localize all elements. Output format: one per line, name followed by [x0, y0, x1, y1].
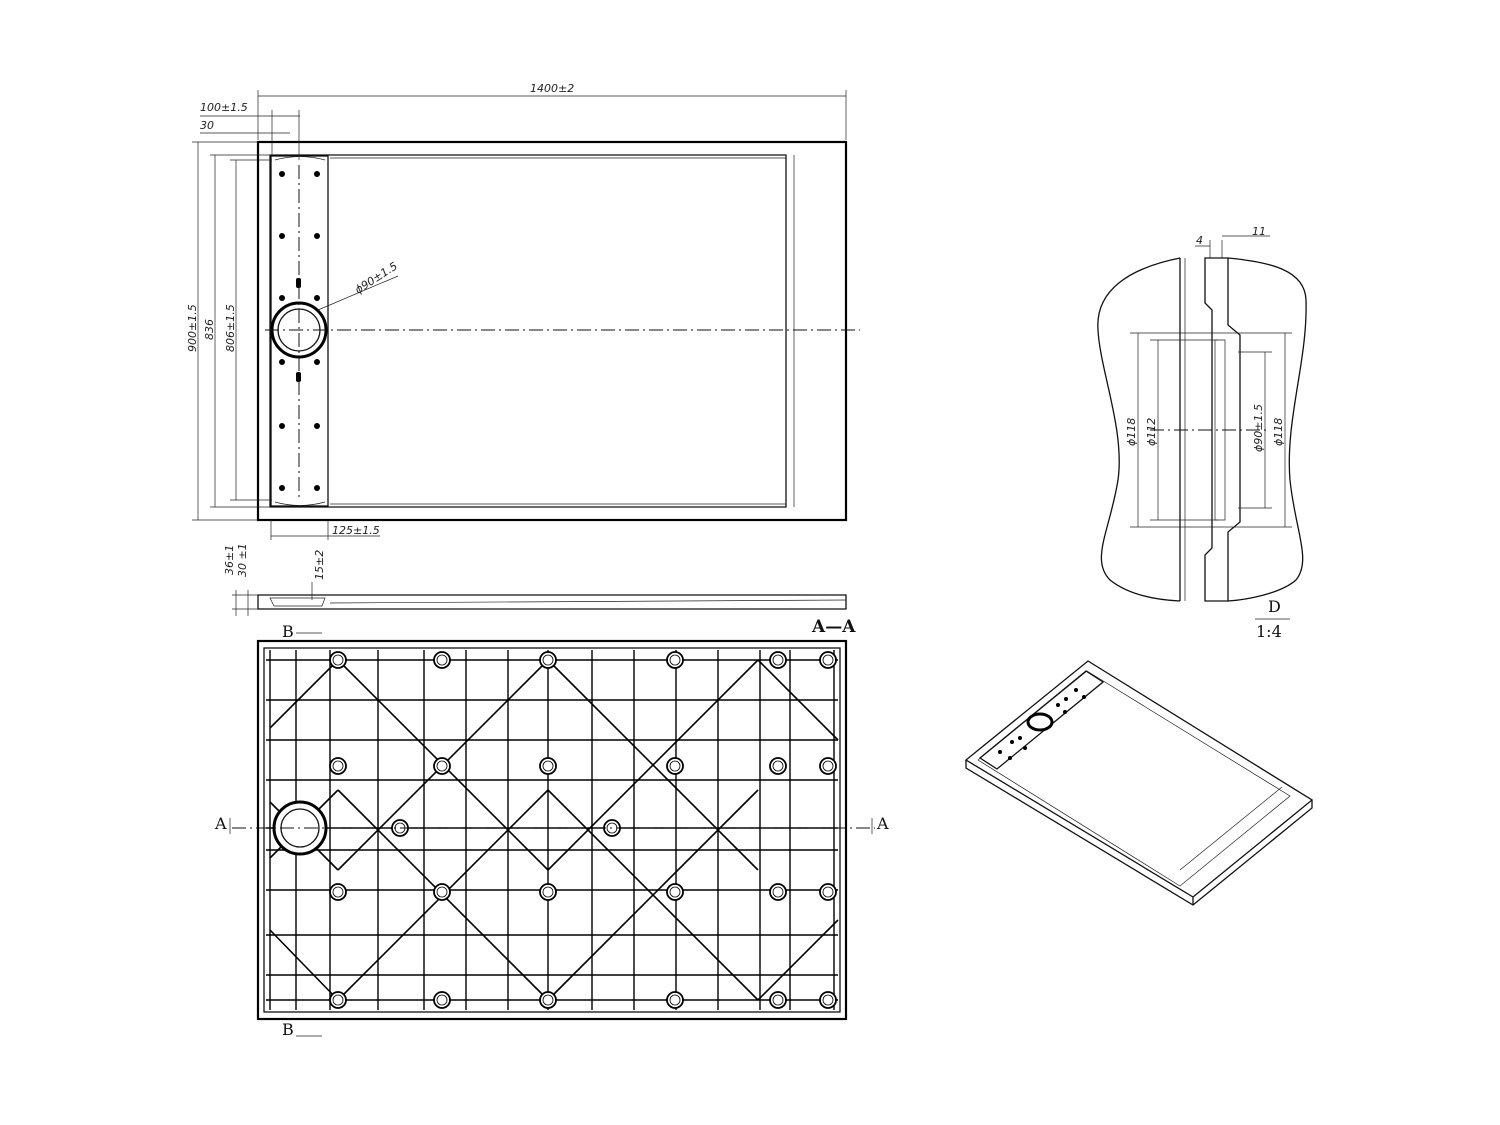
support-foot: [433, 651, 451, 669]
support-foot: [819, 757, 837, 775]
support-foot: [329, 883, 347, 901]
support-foot: [539, 883, 557, 901]
rib-line: [757, 919, 839, 1001]
support-foot: [819, 991, 837, 1009]
support-foot-inner: [332, 760, 344, 772]
support-foot-inner: [772, 654, 784, 666]
top-view: 1400±2 100±1.5 30 900±1.5 836 806±1.5 ϕ9…: [186, 82, 860, 540]
cut-mark-right: A: [876, 814, 889, 833]
support-foot: [433, 991, 451, 1009]
support-foot-inner: [822, 994, 834, 1006]
dim-90: ϕ90±1.5: [1252, 404, 1265, 452]
cut-mark-top: B: [282, 622, 294, 641]
rib-line: [269, 659, 339, 729]
support-foot: [433, 883, 451, 901]
iso-drain: [1026, 712, 1054, 732]
support-foot-inner: [332, 994, 344, 1006]
cut-mark-left: A: [214, 814, 227, 833]
support-foot: [329, 757, 347, 775]
dim-118-left: ϕ118: [1125, 418, 1138, 446]
detail-boundary: [1097, 257, 1307, 602]
detail-label: D: [1268, 597, 1281, 616]
support-foot: [329, 991, 347, 1009]
bottom-view: A—A A A B B: [214, 617, 889, 1039]
support-foot-inner: [436, 760, 448, 772]
support-foot: [539, 651, 557, 669]
support-foot: [769, 757, 787, 775]
support-foot: [769, 991, 787, 1009]
support-foot-inner: [822, 886, 834, 898]
dim-slope: 15±2: [313, 550, 326, 580]
support-foot: [666, 757, 684, 775]
dim-height: 36±1: [223, 545, 236, 575]
dim-drain-offset: 100±1.5: [200, 101, 248, 114]
support-foot-inner: [542, 994, 554, 1006]
support-ribs: [266, 650, 839, 1010]
tray-inner-surface: [269, 154, 787, 508]
support-foot: [539, 757, 557, 775]
support-foot: [819, 883, 837, 901]
rib-line: [757, 659, 839, 741]
support-foot: [433, 757, 451, 775]
support-foot-inner: [436, 654, 448, 666]
support-foot-inner: [822, 760, 834, 772]
support-foot: [666, 883, 684, 901]
dim-118-right: ϕ118: [1272, 418, 1285, 446]
support-foot: [819, 651, 837, 669]
rib-line: [547, 659, 759, 871]
support-foot-inner: [542, 654, 554, 666]
support-foot-inner: [332, 654, 344, 666]
iso-channel: [978, 670, 1105, 770]
detail-section: [1204, 257, 1241, 602]
section-title: A—A: [811, 617, 856, 637]
iso-outline: [964, 660, 1314, 898]
support-foot-inner: [772, 994, 784, 1006]
support-foot: [539, 991, 557, 1009]
support-foot: [769, 651, 787, 669]
side-profile: [257, 594, 847, 610]
iso-inner: [977, 670, 1291, 887]
detail-scale: 1:4: [1256, 622, 1282, 641]
dim-4: 4: [1196, 234, 1203, 247]
dim-channel: 806±1.5: [224, 304, 237, 352]
support-foot-inner: [436, 886, 448, 898]
rib-line: [269, 929, 339, 1001]
dim-11: 11: [1252, 225, 1266, 238]
dim-inner: 836: [203, 319, 216, 340]
support-foot-inner: [822, 654, 834, 666]
support-foot-inner: [332, 886, 344, 898]
detail-view: 4 11 ϕ118 ϕ112 ϕ90±1.5 ϕ118 D 1:4: [1097, 225, 1307, 641]
support-foot: [666, 991, 684, 1009]
cut-mark-bottom: B: [282, 1020, 294, 1039]
channel-holes: [279, 171, 320, 491]
dim-30: 30: [200, 119, 214, 132]
support-foot-inner: [669, 760, 681, 772]
dim-height-2: 30 ±1: [236, 543, 249, 577]
support-foot-inner: [772, 886, 784, 898]
support-foot-inner: [669, 886, 681, 898]
support-foot: [666, 651, 684, 669]
rib-line: [547, 789, 759, 1001]
dim-channel-width: 125±1.5: [332, 524, 380, 537]
support-foot-inner: [542, 886, 554, 898]
tray-outline: [256, 140, 848, 522]
support-foot-inner: [669, 654, 681, 666]
dim-width: 900±1.5: [186, 304, 199, 352]
isometric-view: [964, 660, 1314, 906]
dim-112: ϕ112: [1145, 418, 1158, 446]
side-view: 36±1 30 ±1 15±2: [223, 543, 847, 616]
support-foot-inner: [669, 994, 681, 1006]
bottom-outline: [256, 639, 848, 1021]
dim-length: 1400±2: [530, 82, 574, 95]
support-foot-inner: [436, 994, 448, 1006]
support-foot: [329, 651, 347, 669]
support-foot-inner: [772, 760, 784, 772]
support-foot-inner: [542, 760, 554, 772]
support-foot: [769, 883, 787, 901]
